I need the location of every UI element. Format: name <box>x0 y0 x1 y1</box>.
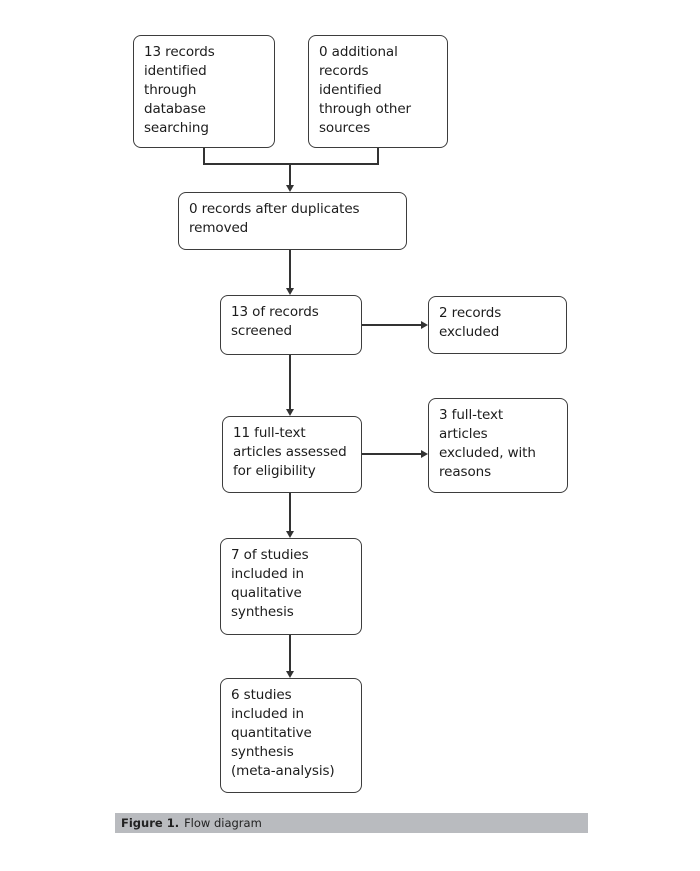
connector-screened-to-fulltext <box>289 355 291 410</box>
connector-duplicates-to-screened <box>289 250 291 289</box>
box-records-excluded: 2 records excluded <box>428 296 567 354</box>
connector-fulltext-to-qualitative <box>289 493 291 532</box>
figure-caption-label: Figure 1. <box>121 816 180 830</box>
box-qualitative: 7 of studies included in qualitative syn… <box>220 538 362 635</box>
arrowhead-into-fulltext-excluded <box>421 450 428 458</box>
arrowhead-into-records-excluded <box>421 321 428 329</box>
arrowhead-into-quantitative <box>286 671 294 678</box>
box-quantitative: 6 studies included in quantitative synth… <box>220 678 362 793</box>
arrowhead-into-fulltext <box>286 409 294 416</box>
figure-caption-text: Flow diagram <box>184 816 262 830</box>
connector-merge-horizontal <box>203 163 379 165</box>
connector-stub-additional <box>377 148 379 165</box>
connector-stub-identified <box>203 148 205 165</box>
arrowhead-into-duplicates <box>286 185 294 192</box>
arrowhead-into-qualitative <box>286 531 294 538</box>
box-additional-records: 0 additional records identified through … <box>308 35 448 148</box>
arrowhead-into-screened <box>286 288 294 295</box>
box-fulltext-assessed: 11 full-text articles assessed for eligi… <box>222 416 362 493</box>
box-records-screened: 13 of records screened <box>220 295 362 355</box>
connector-qualitative-to-quantitative <box>289 635 291 672</box>
box-after-duplicates: 0 records after duplicates removed <box>178 192 407 250</box>
box-fulltext-excluded: 3 full-text articles excluded, with reas… <box>428 398 568 493</box>
connector-fulltext-to-excluded <box>362 453 421 455</box>
connector-merge-to-duplicates <box>289 163 291 186</box>
connector-screened-to-excluded <box>362 324 421 326</box>
figure-caption: Figure 1. Flow diagram <box>115 813 588 833</box>
box-records-identified: 13 records identified through database s… <box>133 35 275 148</box>
